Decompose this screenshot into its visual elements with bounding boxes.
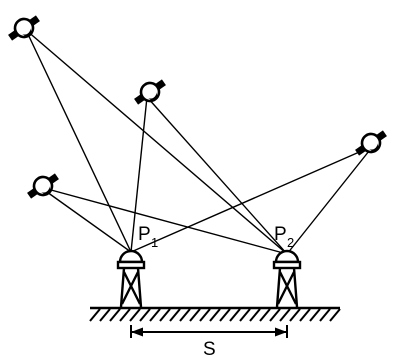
station-p1-receiver-icon bbox=[116, 249, 146, 308]
ray-sat3-p2 bbox=[39, 186, 288, 255]
baseline-label: S bbox=[203, 339, 216, 357]
ground-hatching bbox=[89, 308, 341, 322]
baseline-dimension bbox=[130, 325, 288, 338]
ray-sat2-p2 bbox=[146, 96, 288, 255]
station-p1-label: P bbox=[138, 224, 151, 245]
satellite-2-icon bbox=[134, 79, 166, 105]
station-p1-subscript: 1 bbox=[151, 235, 158, 250]
station-p2-subscript: 2 bbox=[287, 235, 294, 250]
rays-to-p2 bbox=[25, 29, 374, 255]
arrow-left-icon bbox=[131, 327, 143, 337]
satellite-1-icon bbox=[8, 15, 40, 41]
ray-sat3-p1 bbox=[39, 186, 132, 253]
ground bbox=[89, 306, 341, 322]
ray-sat1-p1 bbox=[25, 29, 132, 253]
rays-to-p1 bbox=[25, 29, 374, 253]
satellite-3-icon bbox=[27, 173, 59, 199]
satellite-4-icon bbox=[355, 130, 387, 156]
arrow-right-icon bbox=[275, 327, 287, 337]
station-p2-label: P bbox=[274, 224, 287, 245]
station-p2-receiver-icon bbox=[272, 249, 302, 308]
ray-sat2-p1 bbox=[130, 96, 148, 253]
ray-sat4-p1 bbox=[130, 145, 374, 253]
ray-sat4-p2 bbox=[286, 145, 374, 255]
ray-sat1-p2 bbox=[25, 29, 288, 255]
